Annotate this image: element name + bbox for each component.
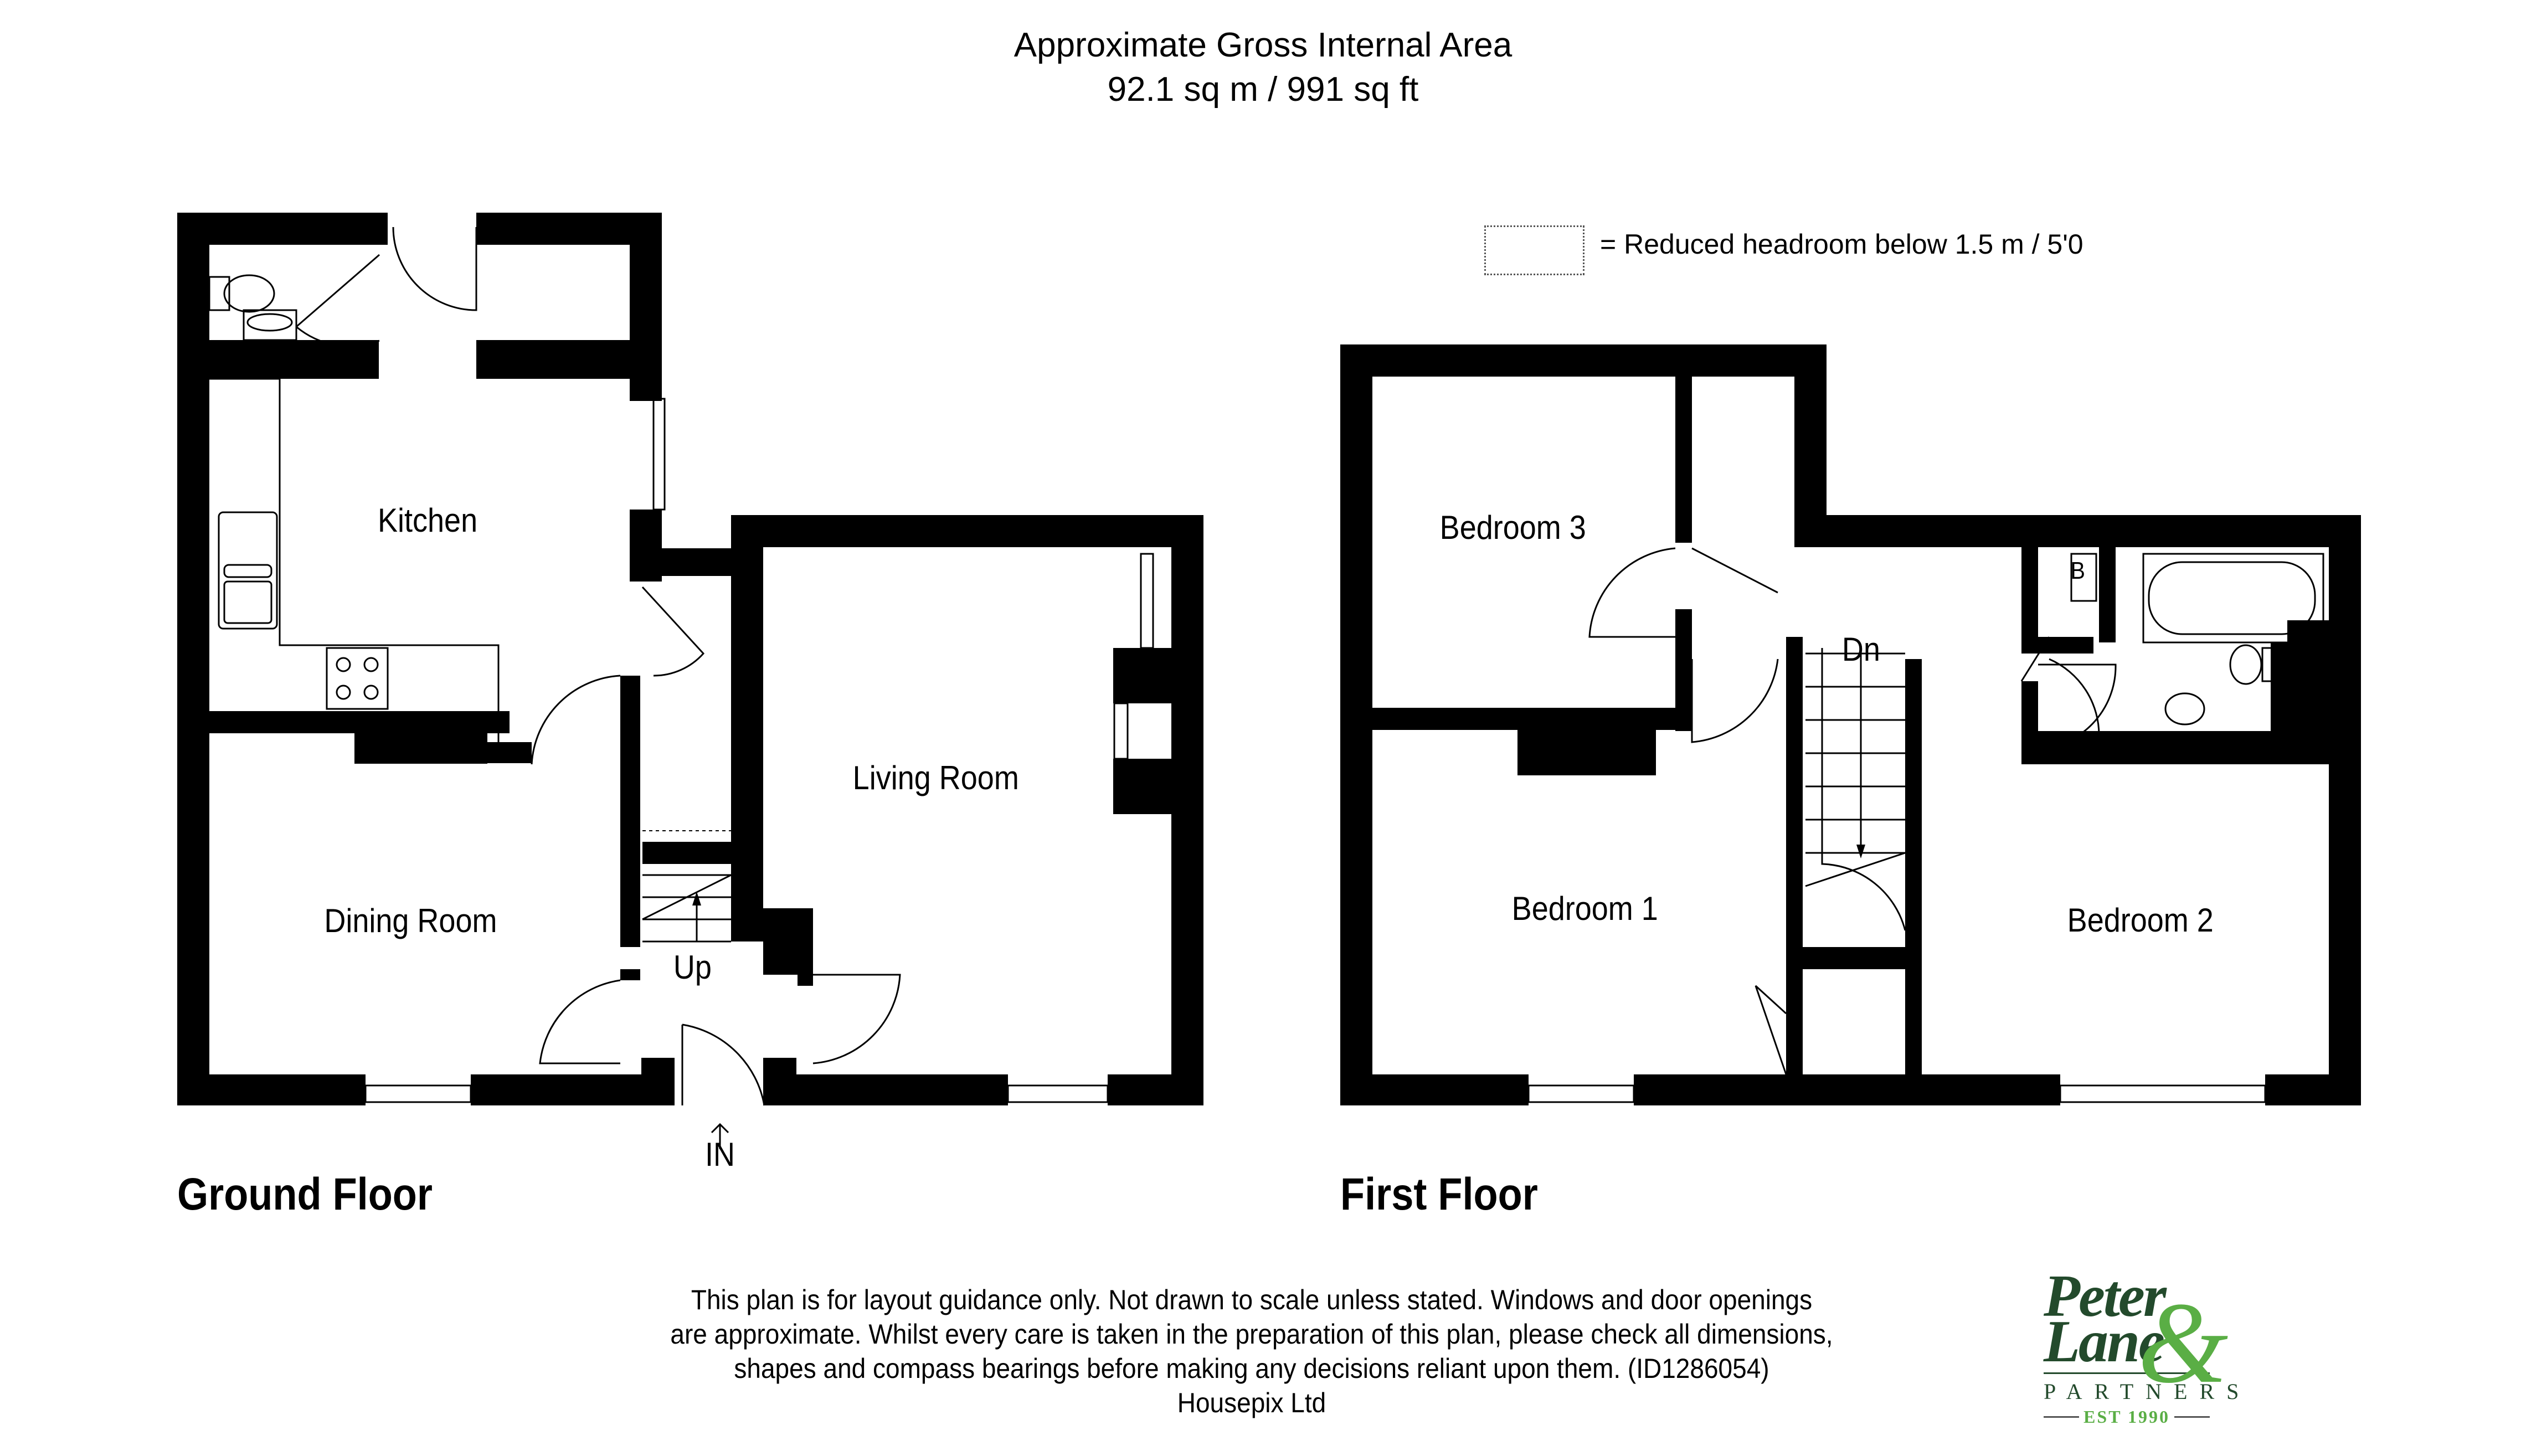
logo-partners: PARTNERS	[2044, 1379, 2251, 1404]
title-line-1: Approximate Gross Internal Area	[1014, 26, 1512, 64]
disclaimer: This plan is for layout guidance only. N…	[610, 1283, 1894, 1420]
logo-word-lane: Lane	[2044, 1309, 2165, 1375]
room-label-dining-room: Dining Room	[324, 902, 497, 939]
disclaimer-line-2: are approximate. Whilst every care is ta…	[670, 1319, 1833, 1350]
logo-ampersand-icon: &	[2138, 1279, 2229, 1407]
first-floor-walls	[1340, 344, 2361, 1105]
disclaimer-line-4: Housepix Ltd	[1177, 1387, 1326, 1418]
headroom-legend: = Reduced headroom below 1.5 m / 5'0	[1484, 213, 2083, 275]
logo-established: EST 1990	[2044, 1407, 2210, 1427]
room-label-bedroom-1: Bedroom 1	[1511, 890, 1658, 927]
disclaimer-line-3: shapes and compass bearings before makin…	[734, 1353, 1769, 1384]
stairs-down-label: Dn	[1841, 631, 1880, 668]
room-label-kitchen: Kitchen	[378, 502, 478, 539]
room-label-living-room: Living Room	[852, 759, 1019, 796]
legend-text: = Reduced headroom below 1.5 m / 5'0	[1600, 229, 2083, 260]
dotted-rectangle-icon	[1484, 225, 1584, 275]
ground-floor-label: Ground Floor	[177, 1169, 433, 1220]
entrance-label: IN	[705, 1136, 735, 1173]
logo-divider	[2044, 1372, 2210, 1374]
title-line-2: 92.1 sq m / 991 sq ft	[1107, 70, 1419, 109]
ground-floor-fixtures	[187, 227, 1154, 1149]
room-label-bedroom-3: Bedroom 3	[1439, 509, 1586, 546]
gross-internal-area-title: Approximate Gross Internal Area 92.1 sq …	[0, 23, 2526, 112]
logo-rule-right	[2174, 1416, 2210, 1418]
logo-est-text: EST 1990	[2083, 1407, 2170, 1427]
disclaimer-line-1: This plan is for layout guidance only. N…	[691, 1284, 1813, 1315]
logo-rule-left	[2044, 1416, 2080, 1418]
first-floor-label: First Floor	[1340, 1169, 1538, 1220]
room-label-bedroom-2: Bedroom 2	[2067, 902, 2214, 939]
first-floor-fixtures	[1527, 348, 2324, 1103]
stairs-up-label: Up	[673, 949, 712, 986]
logo-word-peter: Peter	[2044, 1263, 2167, 1329]
boiler-label: B	[2070, 557, 2085, 584]
peter-lane-partners-logo: Peter Lane & PARTNERS EST 1990	[2044, 1263, 2251, 1427]
